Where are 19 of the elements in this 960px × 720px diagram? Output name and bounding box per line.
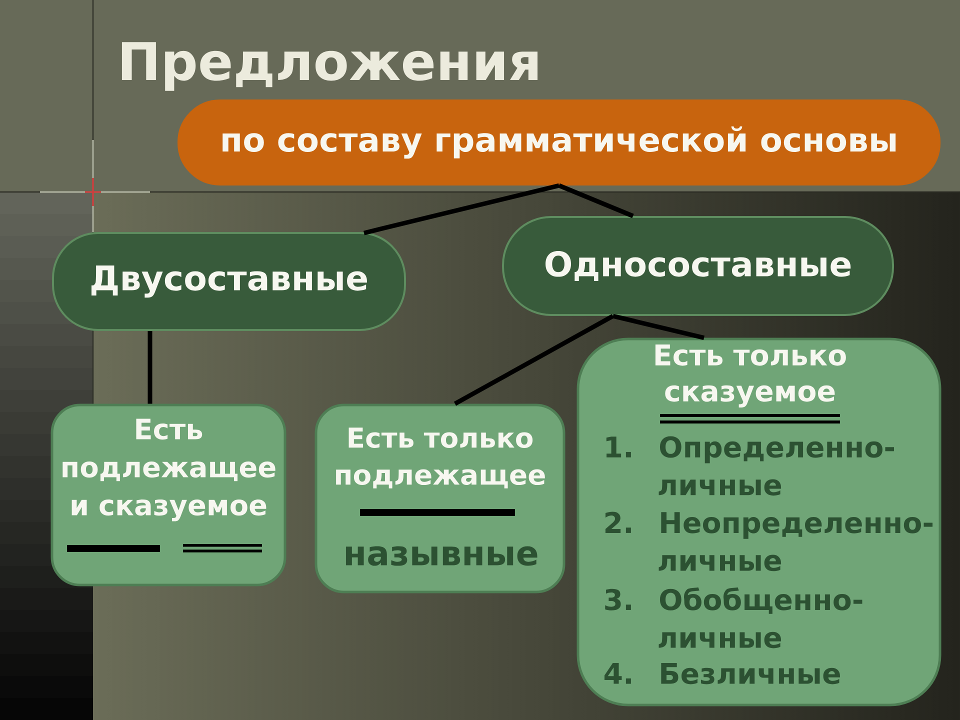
connector-line bbox=[363, 183, 560, 236]
list-item: 3. Обобщенно-личные bbox=[605, 587, 862, 648]
rounded-box: Есть подлежащее и сказуемое bbox=[50, 404, 286, 586]
rounded-box: по составу грамматической основы bbox=[178, 100, 941, 186]
list-item: 2. Неопределенно-личные bbox=[605, 512, 933, 572]
connector-line bbox=[148, 331, 152, 404]
box-heading: Есть только подлежащее bbox=[336, 428, 545, 488]
term-label: назывные bbox=[346, 546, 538, 566]
connector-line bbox=[454, 314, 614, 406]
rounded-box: Двусоставные bbox=[52, 232, 406, 331]
connector-line bbox=[612, 314, 705, 340]
rounded-box bbox=[576, 338, 942, 706]
list-item: 1. Определенно-личные bbox=[606, 436, 894, 496]
list-item: 4. Безличные bbox=[604, 663, 840, 684]
box-heading: Есть только сказуемое bbox=[655, 344, 846, 408]
title: Предложения bbox=[122, 42, 538, 91]
rounded-box: Односоставные bbox=[502, 216, 894, 316]
rounded-box bbox=[314, 404, 566, 594]
connector-line bbox=[558, 183, 634, 218]
